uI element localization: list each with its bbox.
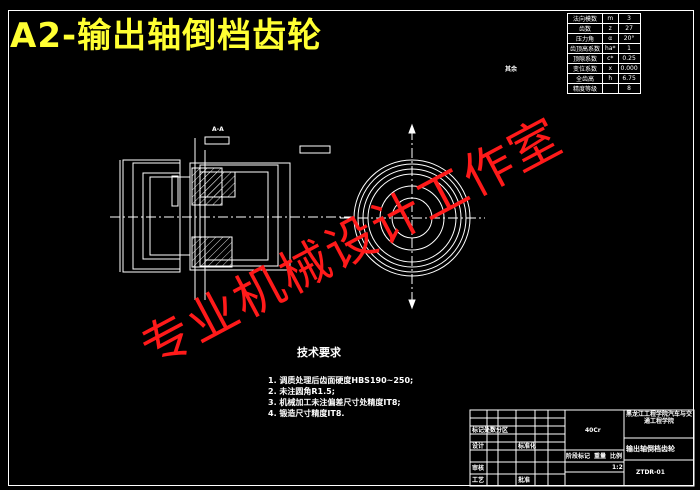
standard-label: 标准化 — [518, 443, 537, 450]
drawing-title: A2-输出轴倒档齿轮 — [10, 16, 323, 56]
stage-label: 阶段标记 — [566, 453, 591, 460]
check-label: 审核 — [472, 465, 485, 472]
tech-item: 1. 调质处理后齿面硬度HBS190~250; — [268, 376, 414, 385]
material: 40Cr — [585, 427, 601, 434]
approve-label: 批准 — [518, 477, 531, 484]
section-label: A-A — [212, 126, 224, 133]
title-block — [469, 409, 695, 487]
school-name: 黑龙江工程学院汽车与交通工程学院 — [626, 411, 693, 425]
end-view — [340, 123, 485, 310]
section-view — [110, 136, 355, 300]
drawing-frame — [8, 10, 694, 486]
part-name: 输出轴倒档齿轮 — [626, 445, 675, 453]
design-label: 设计 — [472, 443, 485, 450]
drawing-number: ZTDR-01 — [636, 469, 665, 476]
weight-label: 重量 — [594, 453, 607, 460]
tech-item: 4. 锻造尺寸精度IT8. — [268, 409, 345, 418]
scale-value: 1:2 — [612, 464, 623, 471]
revision-label: 标记处数分区 — [472, 427, 509, 434]
scale-label: 比例 — [610, 453, 623, 460]
tech-item: 3. 机械加工未注偏差尺寸处精度IT8; — [268, 398, 401, 407]
tech-requirements-title: 技术要求 — [297, 346, 341, 359]
process-label: 工艺 — [472, 477, 485, 484]
tech-item: 2. 未注圆角R1.5; — [268, 387, 335, 396]
roughness-note: 其余 — [505, 66, 518, 73]
